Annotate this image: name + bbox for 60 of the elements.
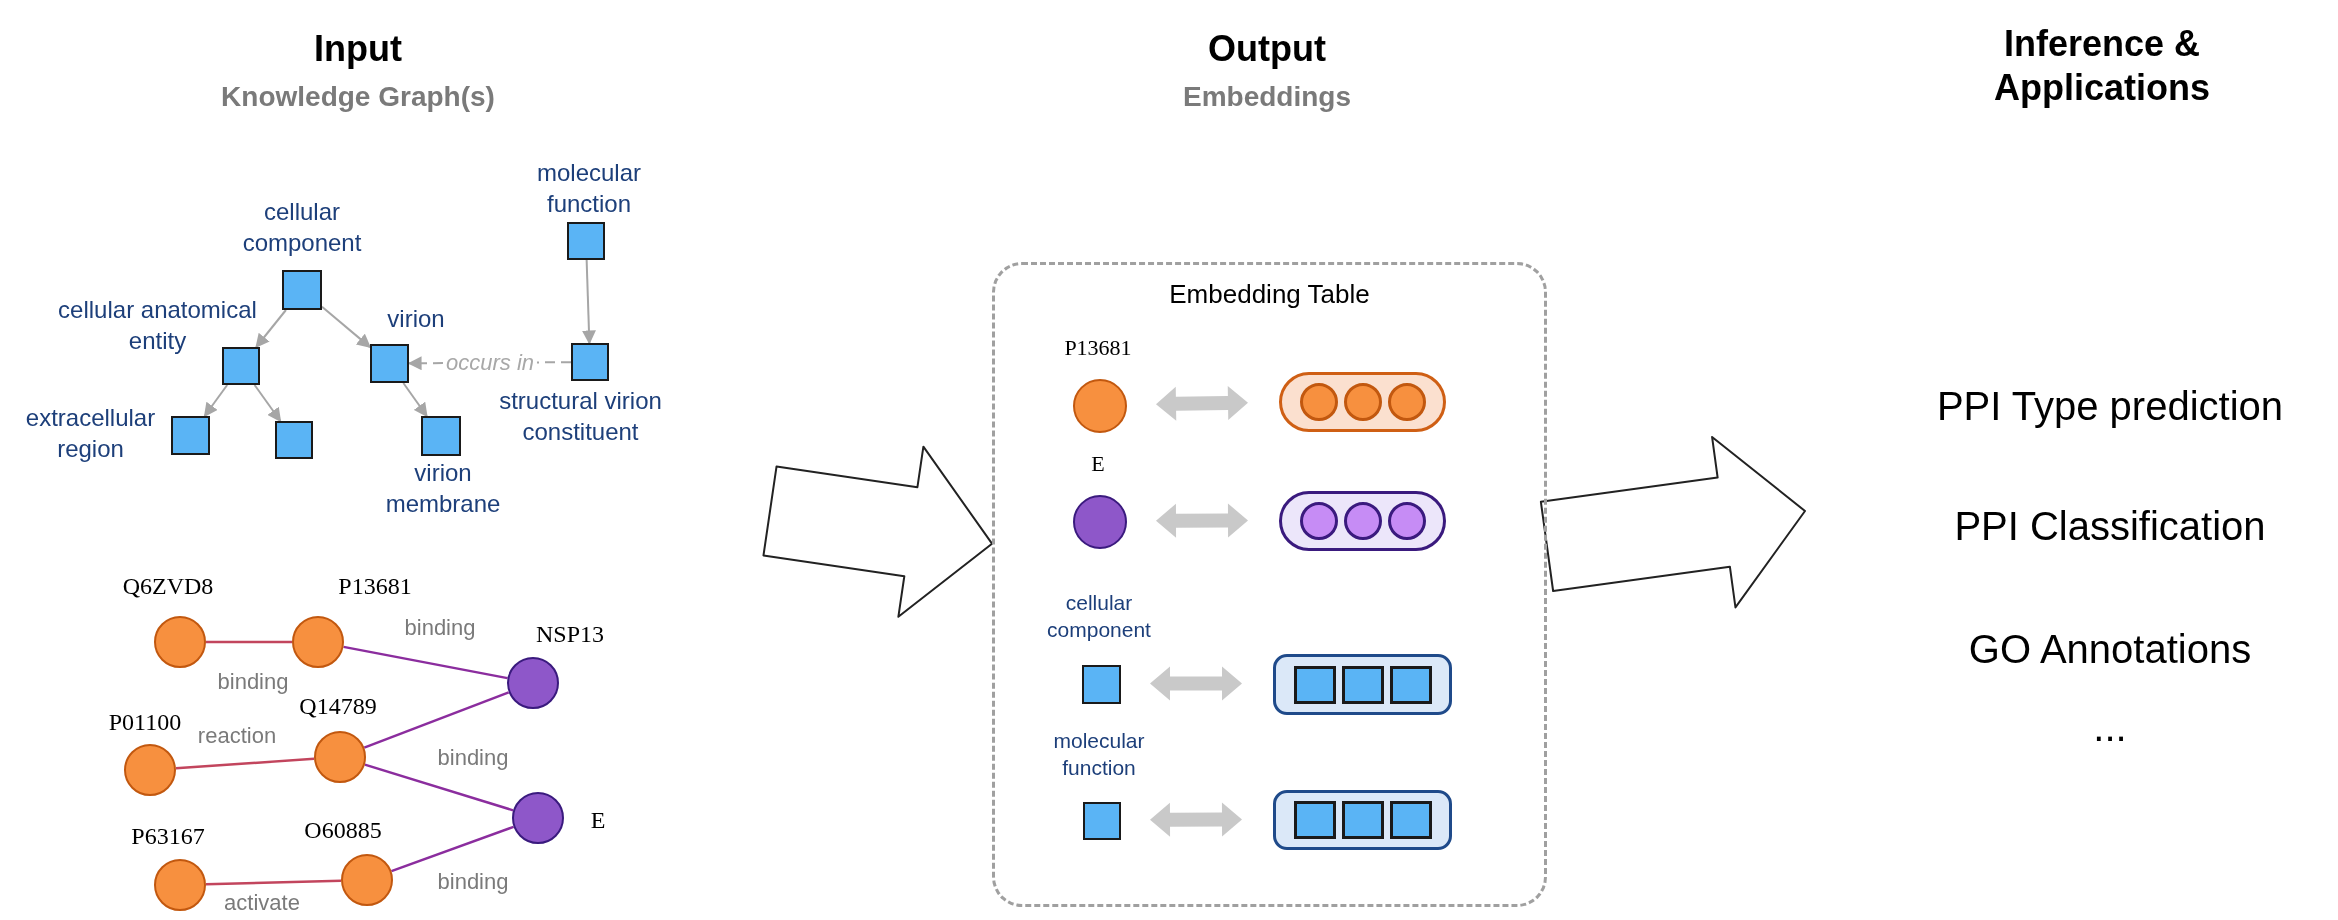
connector-line	[343, 645, 508, 680]
node-square	[275, 421, 313, 459]
node-square	[282, 270, 322, 310]
node-square	[571, 343, 609, 381]
node-label: P63167	[130, 822, 206, 850]
connector-line	[402, 382, 428, 418]
node-label: structural virion constituent	[498, 386, 663, 447]
node-label: Q6ZVD8	[121, 572, 215, 600]
double-arrow	[1150, 666, 1242, 701]
node-label: E	[1090, 451, 1106, 477]
text-label: Output	[1207, 27, 1327, 71]
text-label: PPI Classification	[1953, 503, 2267, 550]
node-square	[421, 416, 461, 456]
double-arrow	[1156, 386, 1248, 421]
connector-line	[175, 757, 315, 770]
node-label: extracellular region	[24, 403, 157, 464]
text-label: PPI Type prediction	[1935, 383, 2285, 430]
text-label: Knowledge Graph(s)	[220, 80, 496, 114]
block-arrow	[762, 445, 993, 618]
node-label: P01100	[107, 708, 183, 736]
text-label: ...	[2092, 704, 2128, 751]
connector-line	[253, 384, 282, 423]
embedding-vector	[1279, 372, 1446, 432]
node-label: P13681	[337, 572, 413, 600]
node-square	[222, 347, 260, 385]
connector-line	[581, 259, 596, 345]
node-square	[1083, 802, 1121, 840]
text-label: Embeddings	[1182, 80, 1352, 114]
node-label: cellular anatomical entity	[57, 295, 258, 356]
connector-line	[255, 309, 287, 349]
node-label: virion membrane	[384, 458, 502, 519]
text-label: Input	[313, 27, 403, 71]
embedding-vector	[1273, 654, 1452, 715]
node-label: virion	[386, 304, 446, 334]
node-label: cellular component	[241, 197, 363, 258]
table-title: Embedding Table	[1168, 278, 1371, 311]
node-square	[567, 222, 605, 260]
connector-line	[203, 384, 229, 418]
node-label: cellular component	[1046, 590, 1152, 643]
node-label: molecular function	[1052, 728, 1146, 781]
node-square	[370, 344, 409, 383]
connector-line	[321, 305, 372, 349]
embedding-vector	[1273, 790, 1452, 850]
node-square	[171, 416, 210, 455]
connector-line	[205, 879, 342, 886]
node-label: molecular function	[535, 158, 642, 219]
node-label: O60885	[303, 816, 383, 844]
node-label: NSP13	[535, 620, 605, 648]
embedding-table-panel	[992, 262, 1547, 907]
text-label: Inference & Applications	[1993, 22, 2211, 110]
node-label: P13681	[1063, 335, 1133, 361]
block-arrow	[1539, 435, 1806, 609]
embedding-vector	[1279, 491, 1446, 551]
node-square	[1082, 665, 1121, 704]
double-arrow	[1150, 802, 1242, 837]
text-label: GO Annotations	[1967, 626, 2253, 673]
node-label: Q14789	[298, 692, 378, 720]
node-label: E	[589, 806, 607, 834]
connector-line	[206, 640, 292, 644]
double-arrow	[1156, 503, 1248, 538]
